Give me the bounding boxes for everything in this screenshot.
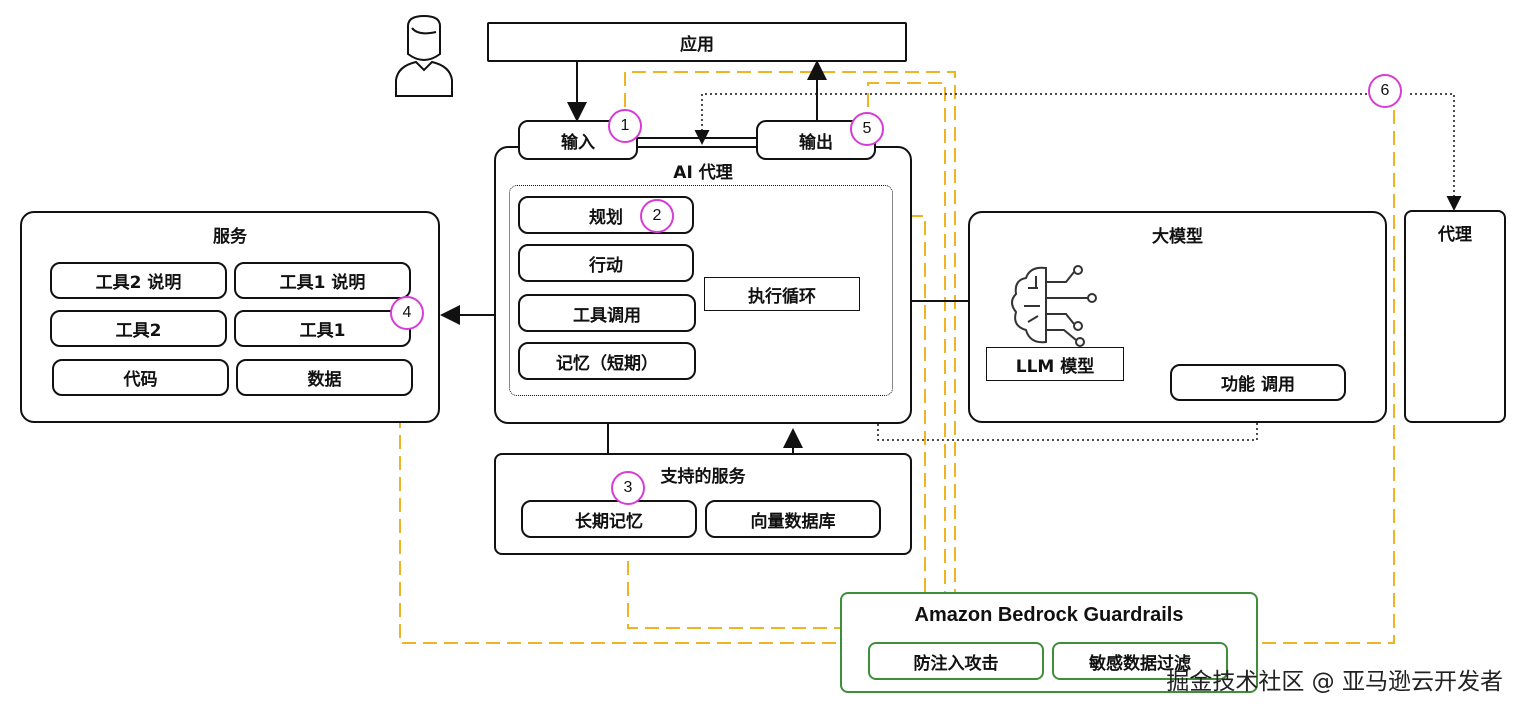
watermark: 掘金技术社区 @ 亚马逊云开发者 bbox=[1166, 669, 1503, 695]
service-item: 数据 bbox=[236, 359, 413, 396]
marker-6: 6 bbox=[1368, 74, 1402, 108]
exec-loop-box: 执行循环 bbox=[704, 277, 860, 311]
marker-3: 3 bbox=[611, 471, 645, 505]
service-item: 工具1 说明 bbox=[234, 262, 411, 299]
agent-inner-dotted bbox=[509, 185, 893, 396]
service-item: 工具1 bbox=[234, 310, 411, 347]
function-call-box: 功能 调用 bbox=[1170, 364, 1346, 401]
services-title: 服务 bbox=[213, 227, 247, 247]
sensitive-filter-box: 敏感数据过滤 bbox=[1052, 642, 1228, 680]
vector-db-box: 向量数据库 bbox=[705, 500, 881, 538]
proxy-box bbox=[1404, 210, 1506, 423]
service-item: 工具2 bbox=[50, 310, 227, 347]
llm-model-box: LLM 模型 bbox=[986, 347, 1124, 381]
llm-title: 大模型 bbox=[1152, 227, 1203, 247]
marker-5: 5 bbox=[850, 112, 884, 146]
user-icon bbox=[388, 14, 460, 98]
guardrails-title: Amazon Bedrock Guardrails bbox=[914, 604, 1184, 626]
marker-1: 1 bbox=[608, 109, 642, 143]
ai-agent-title: AI 代理 bbox=[673, 163, 733, 183]
service-item: 工具2 说明 bbox=[50, 262, 227, 299]
marker-2: 2 bbox=[640, 199, 674, 233]
app-box: 应用 bbox=[487, 22, 907, 62]
proxy-title: 代理 bbox=[1438, 225, 1472, 245]
dotted-paths bbox=[694, 93, 1462, 441]
tool-call-box: 工具调用 bbox=[518, 294, 696, 332]
long-memory-box: 长期记忆 bbox=[521, 500, 697, 538]
service-item: 代码 bbox=[52, 359, 229, 396]
marker-4: 4 bbox=[390, 296, 424, 330]
action-box: 行动 bbox=[518, 244, 694, 282]
brain-circuit-icon bbox=[1006, 262, 1106, 350]
anti-injection-box: 防注入攻击 bbox=[868, 642, 1044, 680]
memory-short-box: 记忆（短期） bbox=[518, 342, 696, 380]
support-title: 支持的服务 bbox=[660, 467, 746, 487]
